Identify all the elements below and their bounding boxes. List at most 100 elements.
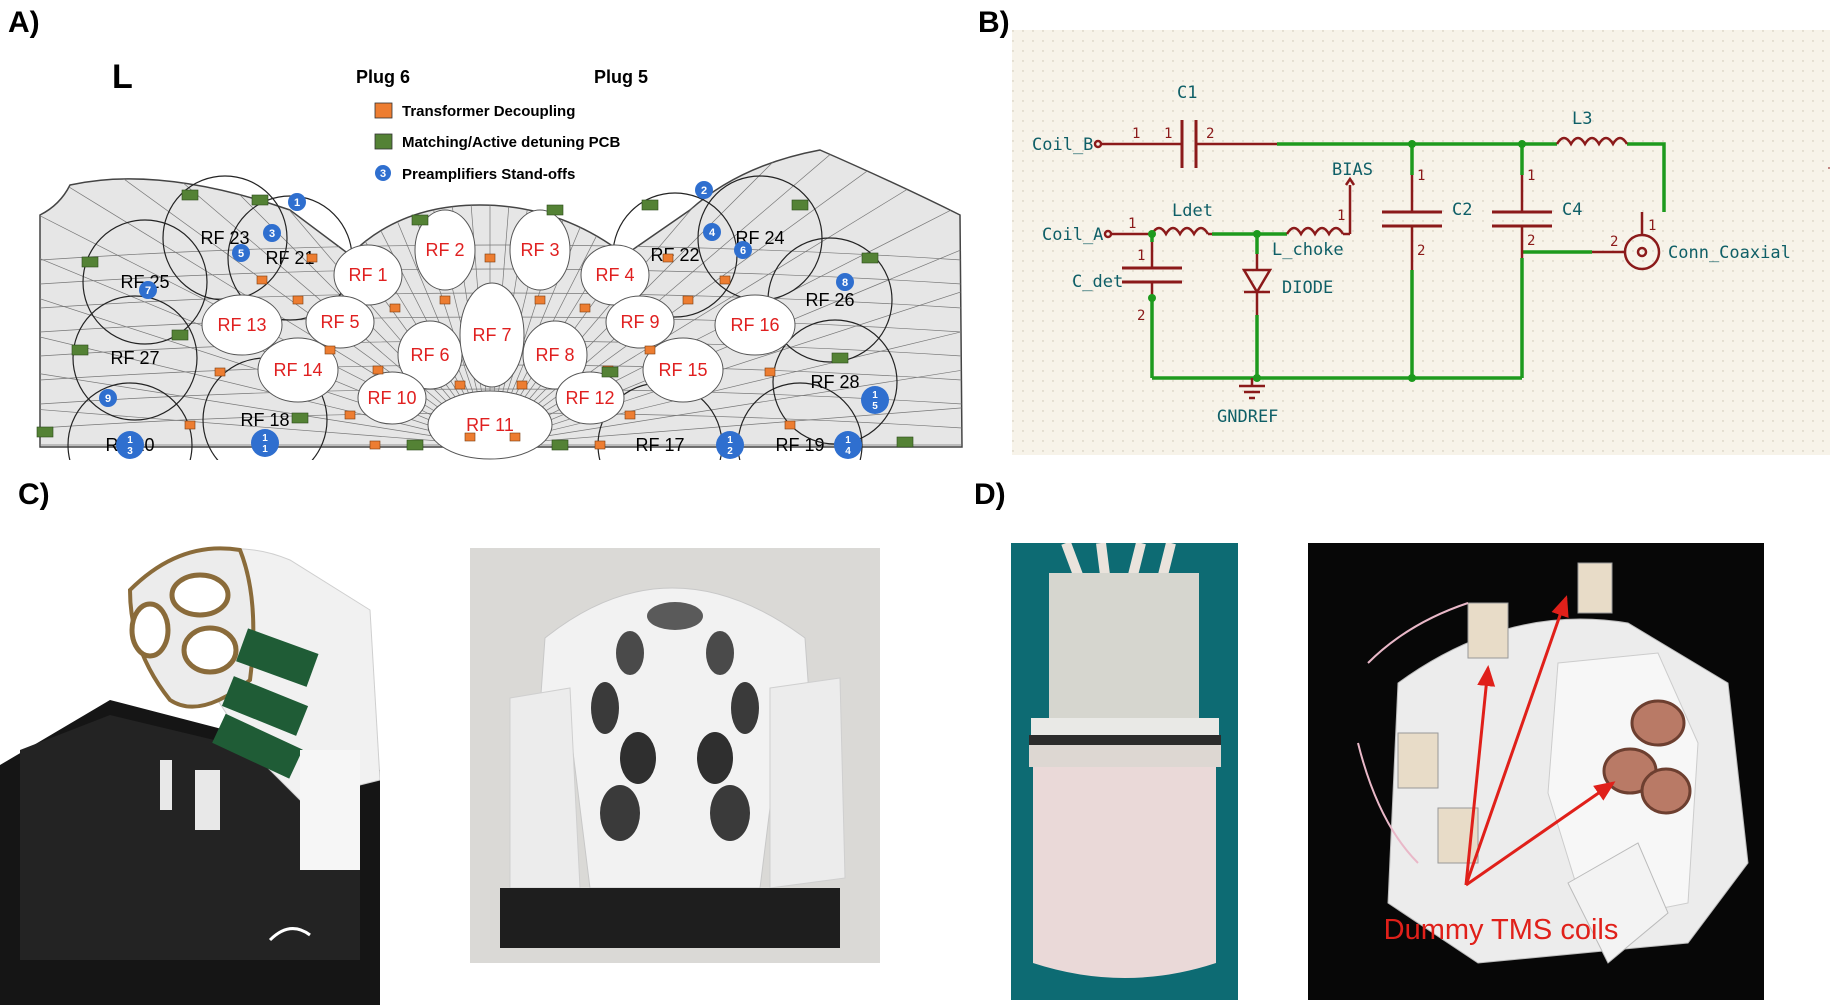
inner-coil-label: RF 1 (348, 265, 387, 285)
pcb-marker (181, 189, 199, 201)
inner-coil-shape (642, 337, 724, 403)
tms-helmet-sketch (1308, 543, 1764, 1000)
preamp-standoff-label: 1 (127, 435, 133, 446)
legend-label-transformer: Transformer Decoupling (402, 103, 575, 120)
circuit-schematic: Coil_B Coil_A C1 L3 BIAS Ldet L_choke C2… (1012, 30, 1830, 455)
preamp-standoff-label: 3 (269, 228, 275, 240)
preamp-standoff-label: 1 (845, 435, 851, 446)
phantom-sketch (1011, 543, 1238, 1000)
inner-coil-shape (414, 209, 476, 291)
orientation-label: L (112, 58, 133, 96)
preamp-standoff-label: 9 (105, 393, 111, 405)
inner-coil-label: RF 14 (273, 360, 322, 380)
inner-coil-shape (555, 371, 625, 425)
transformer-marker (184, 420, 196, 430)
photo-phantom-cylinder (1011, 543, 1238, 1000)
helmet-former-sketch (470, 548, 880, 963)
panel-label-c: C) (18, 478, 50, 511)
pin-numbers: 1 1 2 1 1 2 1 2 1 2 1 1 2 (1128, 126, 1656, 324)
inner-coil-label: RF 16 (730, 315, 779, 335)
pin-conn-2: 2 (1610, 234, 1618, 250)
transformer-marker (439, 295, 451, 305)
outer-coil-label: RF 27 (110, 348, 159, 368)
pcb-marker (551, 439, 569, 451)
outer-coil-label: RF 23 (200, 228, 249, 248)
inner-coil-shape (333, 244, 403, 306)
preamp-standoff-label: 5 (872, 401, 878, 412)
preamp-standoff-label: 2 (727, 446, 733, 457)
pin-cdet-1: 1 (1137, 248, 1145, 264)
pin-c2-2: 2 (1417, 243, 1425, 259)
transformer-marker (662, 253, 674, 263)
preamp-standoff (288, 193, 306, 211)
pin-conn-1: 1 (1648, 218, 1656, 234)
inner-coil-label: RF 9 (620, 312, 659, 332)
preamp-standoff (263, 224, 281, 242)
outer-coil-label: RF 18 (240, 410, 289, 430)
transformer-marker (509, 432, 521, 442)
transformer-marker (579, 303, 591, 313)
pin-c2-1: 1 (1417, 168, 1425, 184)
preamp-standoff-label: 1 (294, 197, 300, 209)
inner-coil-shape (201, 294, 283, 356)
outer-coil-label: RF 21 (265, 248, 314, 268)
panel-label-b: B) (978, 6, 1010, 39)
transformer-marker (324, 345, 336, 355)
label-bias: BIAS (1332, 160, 1373, 180)
legend-swatch-pcb (374, 133, 393, 150)
transformer-marker (484, 253, 496, 263)
pcb-marker (71, 344, 89, 356)
grid-background (1012, 30, 1830, 455)
inner-coil-shape (305, 295, 375, 349)
pin-cdet-2: 2 (1137, 308, 1145, 324)
preamp-standoff (834, 431, 862, 459)
pin-c4-2: 2 (1527, 233, 1535, 249)
preamp-standoff (836, 273, 854, 291)
pcb-marker (831, 352, 849, 364)
preamp-standoff-label: 7 (145, 285, 151, 297)
legend-standoff-symbol: 3 (380, 168, 386, 180)
inner-coil-label: RF 3 (520, 240, 559, 260)
label-lchoke: L_choke (1272, 240, 1344, 260)
pcb-marker (791, 199, 809, 211)
pcb-marker (291, 412, 309, 424)
preamp-standoff-label: 5 (238, 248, 244, 260)
junctions (1148, 140, 1526, 382)
preamp-standoff-label: 3 (127, 446, 133, 457)
outer-coil-ring (82, 219, 208, 345)
panel-label-d: D) (974, 478, 1006, 511)
components-b (1093, 120, 1661, 400)
pcb-marker (411, 214, 429, 226)
pin-bias: 1 (1337, 208, 1345, 224)
inner-coil-label: RF 6 (410, 345, 449, 365)
inner-coil-label: RF 11 (466, 415, 514, 435)
transformer-marker (644, 345, 656, 355)
transformer-marker (516, 380, 528, 390)
legend-swatch-standoff (375, 165, 391, 181)
inner-coil-label: RF 7 (472, 325, 511, 345)
legend-label-pcb: Matching/Active detuning PCB (402, 134, 621, 151)
inner-coil-label: RF 12 (565, 388, 614, 408)
inner-coil-shape (714, 294, 796, 356)
label-c4: C4 (1562, 200, 1582, 220)
pin-c1-a: 1 (1132, 126, 1140, 142)
preamp-standoff-label: 4 (709, 227, 716, 239)
outer-coil-label: RF 26 (805, 290, 854, 310)
pcb-marker (171, 329, 189, 341)
preamp-standoff-label: 2 (701, 185, 707, 197)
outer-coil-label: RF 17 (635, 435, 684, 455)
pcb-marker (406, 439, 424, 451)
wires (1150, 142, 1666, 380)
pcb-marker (36, 426, 54, 438)
preamp-standoff (695, 181, 713, 199)
inner-coil-shape (509, 209, 571, 291)
transformer-marker (454, 380, 466, 390)
transformer-marker (306, 253, 318, 263)
transformer-marker (682, 295, 694, 305)
inner-coil-label: RF 15 (658, 360, 707, 380)
inner-coil-label: RF 10 (367, 388, 416, 408)
pin-c1-b: 1 (1164, 126, 1172, 142)
outer-coil-ring (67, 382, 193, 460)
label-l3: L3 (1572, 109, 1592, 129)
inner-coil-label: RF 2 (425, 240, 464, 260)
